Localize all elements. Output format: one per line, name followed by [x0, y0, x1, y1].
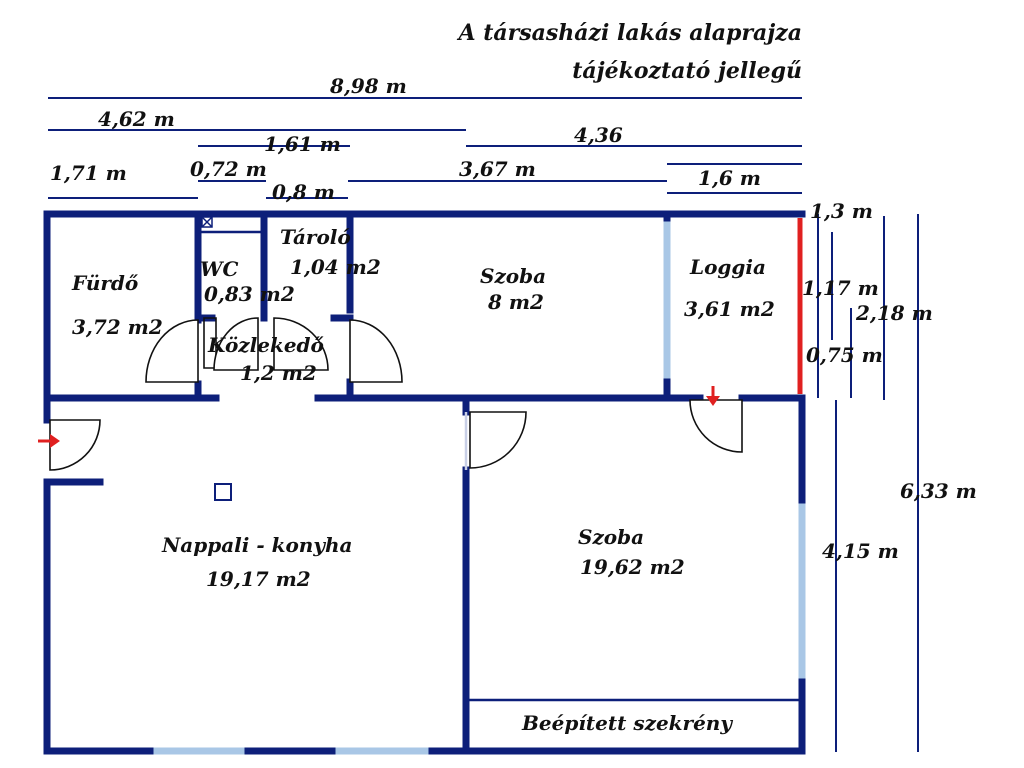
arrow-entrance-icon — [50, 434, 60, 448]
door-corridor — [349, 319, 403, 383]
dimension-lines-right — [817, 214, 919, 752]
room-wc-area: 0,83 m2 — [204, 282, 295, 306]
dim-bath-width: 1,71 m — [50, 161, 127, 185]
dim-loggia-segment: 1,17 m — [802, 276, 879, 300]
dimension-lines-top — [48, 97, 802, 199]
room-bathroom-name: Fürdő — [71, 271, 139, 295]
doors — [49, 317, 743, 471]
door-storage-swing — [273, 317, 329, 371]
dim-wall-segment: 0,75 m — [806, 343, 883, 367]
room-small-area: 8 m2 — [487, 290, 544, 314]
dim-right-width: 4,36 — [574, 123, 623, 147]
room-storage-area: 1,04 m2 — [290, 255, 381, 279]
door-wc-swing — [213, 317, 259, 371]
plan-subtitle: tájékoztató jellegű — [572, 58, 802, 84]
dim-right-depth: 2,18 m — [855, 301, 933, 325]
dim-room-width: 3,67 m — [459, 157, 536, 181]
room-corridor-area: 1,2 m2 — [240, 361, 317, 385]
room-corridor-name: Közlekedő — [207, 333, 325, 357]
room-large-name: Szoba — [578, 525, 644, 549]
room-loggia-name: Loggia — [689, 255, 766, 279]
room-storage-name: Tároló — [280, 225, 351, 249]
room-small-name: Szoba — [480, 264, 546, 288]
dim-lower-depth: 4,15 m — [822, 539, 899, 563]
dim-total-width: 8,98 m — [329, 74, 407, 98]
symbols — [201, 216, 232, 501]
room-wc-name: WC — [200, 257, 238, 281]
room-bathroom-area: 3,72 m2 — [72, 315, 163, 339]
room-large-area: 19,62 m2 — [580, 555, 685, 579]
wc-vent-cross-b — [201, 216, 213, 228]
door-entrance-swing — [49, 419, 101, 471]
room-living-area: 19,17 m2 — [206, 567, 311, 591]
walls — [43, 210, 806, 755]
dim-left-width: 4,62 m — [98, 107, 175, 131]
dim-loggia-width: 1,6 m — [698, 166, 761, 190]
wc-vent-icon — [201, 216, 213, 228]
entrance-arrows — [38, 386, 720, 448]
plan-title: A társasházi lakás alaprajza — [457, 20, 802, 46]
room-living-name: Nappali - konyha — [161, 533, 352, 557]
door-bathroom — [145, 319, 199, 383]
dim-total-depth: 6,33 m — [900, 479, 977, 503]
thin-lines — [198, 230, 802, 702]
dim-wc-width: 0,72 m — [190, 157, 267, 181]
dim-storage-width: 1,61 m — [264, 132, 341, 156]
arrow-loggia-icon — [706, 396, 720, 406]
door-room-large — [469, 411, 527, 469]
dim-loggia-depth: 1,3 m — [810, 199, 873, 223]
chimney-icon — [214, 483, 232, 501]
dim-small-width: 0,8 m — [272, 180, 335, 204]
room-wardrobe-name: Beépített szekrény — [521, 711, 733, 735]
door-loggia — [689, 399, 743, 453]
room-loggia-area: 3,61 m2 — [684, 297, 775, 321]
windows — [150, 218, 806, 755]
